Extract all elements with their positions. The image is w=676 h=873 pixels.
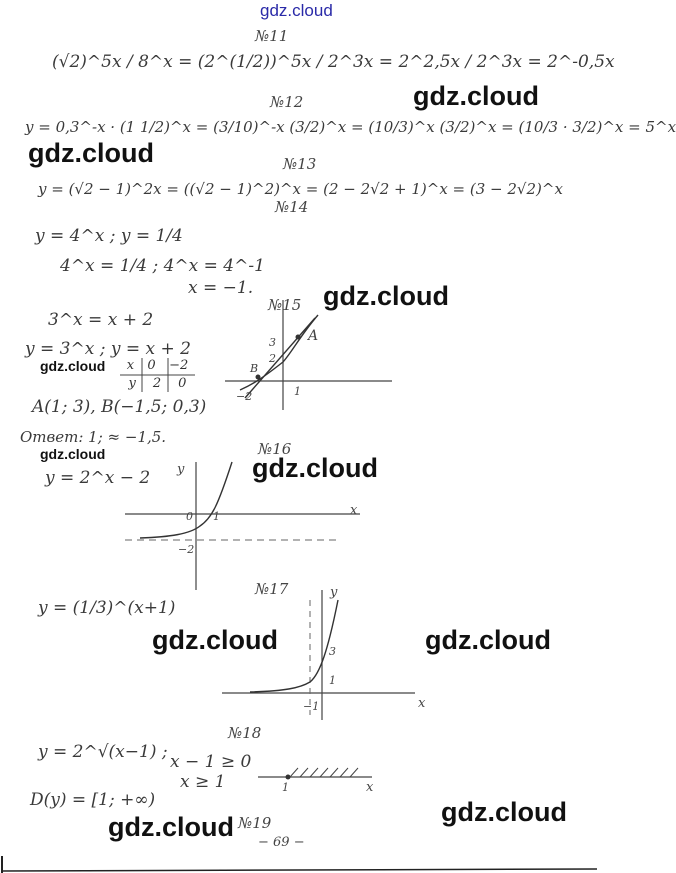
problem-16-line: y = 2^x − 2 xyxy=(45,468,151,488)
graph-16-label-y: y xyxy=(177,462,185,477)
number-line-point xyxy=(285,774,291,780)
graph-15-label-2: 2 xyxy=(269,352,276,365)
watermark-9[interactable]: gdz.cloud xyxy=(441,797,567,827)
graph-15-point-b xyxy=(255,374,261,380)
graph-17-label-neg1: −1 xyxy=(303,700,320,713)
table-cell: y xyxy=(128,376,136,391)
graph-16-label-neg2: −2 xyxy=(178,543,195,556)
problem-17-line: y = (1/3)^(x+1) xyxy=(38,598,176,618)
problem-12-line: y = 0,3^-x · (1 1/2)^x = (3/10)^-x (3/2)… xyxy=(25,118,676,136)
graph-16-label-x: x xyxy=(350,503,358,518)
watermark-7[interactable]: gdz.cloud xyxy=(152,625,278,655)
problem-16-number: №16 xyxy=(258,440,292,458)
watermark-6[interactable]: gdz.cloud xyxy=(252,453,378,483)
problem-14-line-1: y = 4^x ; y = 1/4 xyxy=(35,226,183,246)
table-cell: 2 xyxy=(152,376,162,391)
graph-15-label-b: B xyxy=(250,362,259,375)
number-line-label-x: x xyxy=(366,780,374,795)
watermark-3[interactable]: gdz.cloud xyxy=(323,281,449,311)
table-lines xyxy=(120,358,195,392)
problem-18-cond-2: x ≥ 1 xyxy=(180,772,226,792)
problem-12-number: №12 xyxy=(270,93,304,111)
graph-16-label-0: 0 xyxy=(186,510,193,523)
graph-17-label-3: 3 xyxy=(329,645,336,658)
table-row-x: x 0 −2 xyxy=(120,358,195,374)
graph-16-curve xyxy=(139,461,233,539)
graph-17-label-y: y xyxy=(330,585,338,600)
watermark-8[interactable]: gdz.cloud xyxy=(425,625,551,655)
problem-18-cond-1: x − 1 ≥ 0 xyxy=(170,752,252,772)
problem-18-domain: D(y) = [1; +∞) xyxy=(30,790,156,810)
graph-15-label-1: 1 xyxy=(294,385,301,398)
problem-13-line: y = (√2 − 1)^2x = ((√2 − 1)^2)^x = (2 − … xyxy=(38,180,563,198)
problem-14-number: №14 xyxy=(275,198,309,216)
table-cell: 0 xyxy=(178,376,187,391)
table-cell: 0 xyxy=(147,358,156,373)
problem-15-table: x 0 −2 y 2 0 xyxy=(120,358,195,392)
problem-19-number: №19 xyxy=(238,814,272,832)
problem-15-number: №15 xyxy=(268,296,302,314)
watermark-2[interactable]: gdz.cloud xyxy=(28,138,154,168)
table-cell: −2 xyxy=(169,358,189,373)
watermark-5[interactable]: gdz.cloud xyxy=(40,446,106,462)
graph-15-point-a xyxy=(295,334,301,340)
watermark-top[interactable]: gdz.cloud xyxy=(260,1,333,20)
table-cell: x xyxy=(126,358,135,373)
problem-11-number: №11 xyxy=(255,27,289,45)
problem-11-line: (√2)^5x / 8^x = (2^(1/2))^5x / 2^3x = 2^… xyxy=(52,52,615,72)
watermark-1[interactable]: gdz.cloud xyxy=(413,81,539,111)
number-line-label-1: 1 xyxy=(282,781,289,794)
problem-14-line-2: 4^x = 1/4 ; 4^x = 4^-1 xyxy=(60,256,265,276)
problem-17-number: №17 xyxy=(255,580,289,598)
graph-15-label-3: 3 xyxy=(269,336,276,349)
problem-15-answer: Ответ: 1; ≈ −1,5. xyxy=(20,428,167,446)
problem-13-number: №13 xyxy=(283,155,317,173)
problem-14-line-3: x = −1. xyxy=(188,278,254,298)
graph-17-label-x: x xyxy=(418,696,426,711)
number-line-hatching xyxy=(289,767,359,778)
problem-15-line-2: y = 3^x ; y = x + 2 xyxy=(25,339,191,359)
graph-15-label-a: A xyxy=(308,328,319,344)
page-number: − 69 − xyxy=(258,835,305,850)
graph-15-line xyxy=(244,317,316,399)
graph-15-exp-curve xyxy=(239,314,319,391)
problem-18-number: №18 xyxy=(228,724,262,742)
graph-16-label-1: 1 xyxy=(213,510,220,523)
table-row-y: y 2 0 xyxy=(120,376,195,392)
watermark-4[interactable]: gdz.cloud xyxy=(40,358,106,374)
problem-18-line-1: y = 2^√(x−1) ; xyxy=(38,742,168,762)
problem-15-line-1: 3^x = x + 2 xyxy=(48,310,154,330)
problem-15-line-3: A(1; 3), B(−1,5; 0,3) xyxy=(32,397,207,417)
watermark-10[interactable]: gdz.cloud xyxy=(108,812,234,842)
graph-17-label-1: 1 xyxy=(329,674,336,687)
graph-15-label-neg2: −2 xyxy=(236,390,253,403)
